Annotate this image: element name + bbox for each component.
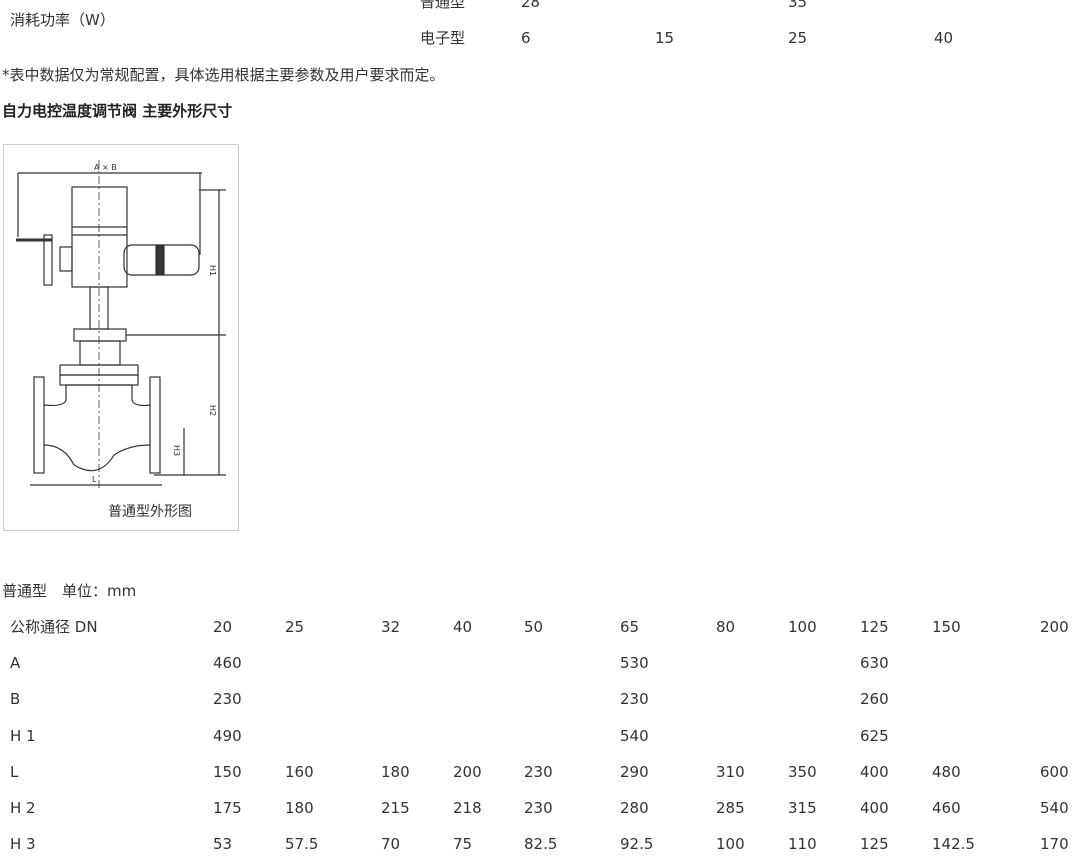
table-cell: 230 [620,690,649,709]
table-cell: 230 [524,762,553,781]
power-value: 40 [934,29,954,47]
power-label: 消耗功率（W） [10,11,115,29]
table-cell: 350 [788,762,817,781]
table-cell: 70 [381,835,401,854]
table-cell: 310 [716,762,745,781]
svg-text:H2: H2 [208,405,217,416]
svg-text:L: L [92,475,97,484]
table-cell: 65 [620,618,640,636]
figure-caption: 普通型外形图 [108,504,192,520]
power-value: 25 [788,29,808,47]
row-label: H 3 [10,835,36,854]
svg-text:H3: H3 [172,445,181,456]
power-type: 普通型 [420,0,466,11]
table-cell: 110 [788,835,817,854]
table-cell: 32 [381,618,401,636]
table-cell: 630 [860,654,889,673]
table-cell: 215 [381,799,410,817]
table-cell: 40 [453,618,473,636]
table-cell: 20 [213,618,233,636]
table-cell: 460 [932,799,961,817]
table-cell: 142.5 [932,835,975,854]
table-cell: 125 [860,618,889,636]
power-value: 28 [521,0,541,11]
table-cell: 180 [285,799,314,817]
table-cell: 160 [285,762,314,781]
table-cell: 57.5 [285,835,319,854]
table-cell: 50 [524,618,544,636]
table-cell: 150 [932,618,961,636]
table-cell: 625 [860,726,889,745]
table-cell: 400 [860,799,889,817]
table-cell: 82.5 [524,835,558,854]
table-cell: 600 [1040,762,1069,781]
table-cell: 53 [213,835,233,854]
dimension-table-caption: 普通型 单位：mm [2,582,137,600]
table-cell: 460 [213,654,242,673]
table-cell: 540 [620,726,649,745]
row-label: H 1 [10,726,36,745]
table-cell: 170 [1040,835,1069,854]
table-cell: 280 [620,799,649,817]
table-cell: 92.5 [620,835,654,854]
row-label: A [10,654,21,673]
table-cell: 125 [860,835,889,854]
table-cell: 75 [453,835,473,854]
power-value: 6 [521,29,531,47]
power-type: 电子型 [420,29,466,47]
table-cell: 480 [932,762,961,781]
table-cell: 80 [716,618,736,636]
table-cell: 200 [1040,618,1069,636]
table-cell: 290 [620,762,649,781]
table-cell: 25 [285,618,305,636]
table-cell: 230 [213,690,242,709]
section-title: 自力电控温度调节阀 主要外形尺寸 [2,102,233,120]
valve-outline-figure: A × B H1 H2 H3 L 普通型外形图 [3,144,239,531]
row-label: 公称通径 DN [10,618,98,636]
table-cell: 200 [453,762,482,781]
table-cell: 540 [1040,799,1069,817]
table-cell: 100 [716,835,745,854]
table-cell: 100 [788,618,817,636]
row-label: H 2 [10,799,36,817]
note: *表中数据仅为常规配置，具体选用根据主要参数及用户要求而定。 [2,66,445,84]
table-cell: 490 [213,726,242,745]
table-cell: 315 [788,799,817,817]
table-cell: 180 [381,762,410,781]
row-label: L [10,762,19,781]
table-cell: 175 [213,799,242,817]
row-label: B [10,690,21,709]
svg-text:H1: H1 [208,265,217,276]
table-cell: 260 [860,690,889,709]
table-cell: 285 [716,799,745,817]
table-cell: 530 [620,654,649,673]
power-value: 35 [788,0,808,11]
table-cell: 400 [860,762,889,781]
table-cell: 150 [213,762,242,781]
table-cell: 218 [453,799,482,817]
power-value: 15 [655,29,675,47]
table-cell: 230 [524,799,553,817]
svg-text:A × B: A × B [94,163,117,172]
